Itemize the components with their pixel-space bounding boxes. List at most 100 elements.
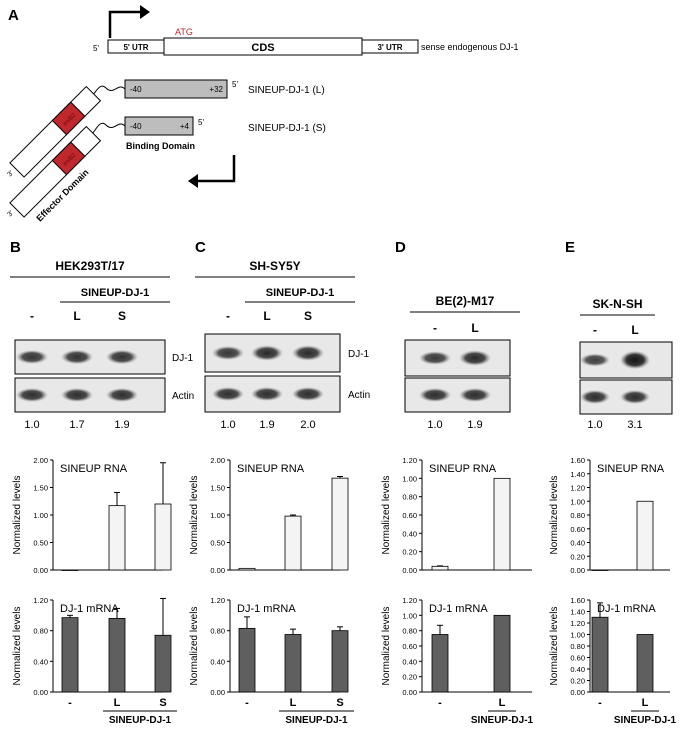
y-tick-label: 0.20 [402,548,417,557]
x-category-label: - [245,697,249,709]
y-tick-label: 0.50 [33,539,48,548]
quant-value: 1.0 [220,419,235,431]
dj1-band-- [580,353,610,367]
utr3-box [361,39,419,54]
effector-short: invB2 [9,125,102,218]
dj1-band-L [459,350,491,366]
dj1-band-- [419,351,451,365]
sineup-long-five-prime: 5' [232,80,238,89]
actin-band-L [251,387,283,401]
cell-line-title: SH-SY5Y [249,259,300,273]
y-tick-label: 1.20 [33,596,48,605]
y-tick-label: 0.00 [33,566,48,575]
y-axis-label: Normalized levels [189,607,200,686]
dj1-band-- [212,346,244,360]
chart-title: SINEUP RNA [429,463,497,475]
x-category-label: L [290,697,297,709]
bar-- [61,617,79,693]
y-tick-label: 1.00 [570,497,585,506]
utr3-label: 3' UTR [377,43,402,52]
bar-S [331,477,349,571]
y-tick-label: 0.20 [402,673,417,682]
dj1-band-S [106,349,138,365]
quant-value: 1.9 [467,419,482,431]
group-label: SINEUP-DJ-1 [266,287,334,299]
x-category-label: S [159,697,166,709]
dj1-band-L [251,345,283,361]
panel-letter: C [195,239,206,256]
y-axis-label: Normalized levels [381,607,392,686]
actin-band-L [620,390,650,404]
quant-value: 1.0 [24,419,39,431]
y-tick-label: 0.80 [210,627,225,636]
lane-label: L [73,309,80,323]
quant-value: 1.7 [69,419,84,431]
tss-arrow-head [140,5,150,19]
linker-short [91,122,126,135]
bar-S [154,634,172,693]
lane-label: S [304,309,312,323]
bar-L [493,477,511,571]
actin-band-L [61,388,93,402]
bar-- [431,634,449,693]
effector-short-three-prime: 3' [6,210,15,219]
bar-- [591,616,609,693]
actin-band-S [292,387,324,401]
y-tick-label: 0.00 [402,566,417,575]
y-tick-label: 0.80 [570,642,585,651]
quant-value: 1.9 [114,419,129,431]
panel-a: A 5' 5' UTR CDS ATG 3' UTR sense endogen… [6,5,519,223]
y-tick-label: 1.60 [570,456,585,465]
sineup-short-right: +4 [180,122,190,131]
y-tick-label: 0.40 [402,657,417,666]
y-tick-label: 0.80 [402,627,417,636]
band-label: DJ-1 [172,353,194,364]
dj1-band-- [16,350,48,364]
y-tick-label: 0.40 [210,657,225,666]
linker-long [91,85,126,97]
y-tick-label: 1.40 [570,608,585,617]
actin-band-- [212,387,244,401]
binding-domain-label: Binding Domain [126,141,195,151]
bar-- [61,569,79,571]
invb2-box-long [51,101,86,136]
atg-label: ATG [175,27,193,37]
utr5-label: 5' UTR [123,43,148,52]
panel-letter: E [565,239,575,256]
effector-long-three-prime: 3' [6,170,15,179]
y-tick-label: 1.20 [402,456,417,465]
bar-- [238,627,256,693]
lane-label: L [631,323,638,337]
y-tick-label: 0.00 [210,688,225,697]
chart-title: SINEUP RNA [597,463,665,475]
x-category-label: - [598,697,602,709]
bar-S [154,503,172,571]
sineup-long-left: -40 [130,85,142,94]
x-category-label: - [68,697,72,709]
chart-title: DJ-1 mRNA [597,603,656,615]
y-tick-label: 0.00 [33,688,48,697]
y-axis-label: Normalized levels [381,476,392,555]
y-axis-label: Normalized levels [549,476,560,555]
bar-L [284,634,302,693]
y-tick-label: 0.80 [570,511,585,520]
sineup-short-label: SINEUP-DJ-1 (S) [248,123,326,134]
y-tick-label: 1.20 [402,596,417,605]
group-label: SINEUP-DJ-1 [81,287,149,299]
antisense-arrow-stem [198,155,236,183]
y-tick-label: 1.00 [210,511,225,520]
y-tick-label: 1.00 [402,611,417,620]
actin-band-- [16,388,48,402]
actin-band-- [580,390,610,404]
lane-label: - [593,323,597,337]
quant-value: 1.9 [259,419,274,431]
dj1-band-S [292,345,324,361]
panel-a-letter: A [8,7,19,24]
